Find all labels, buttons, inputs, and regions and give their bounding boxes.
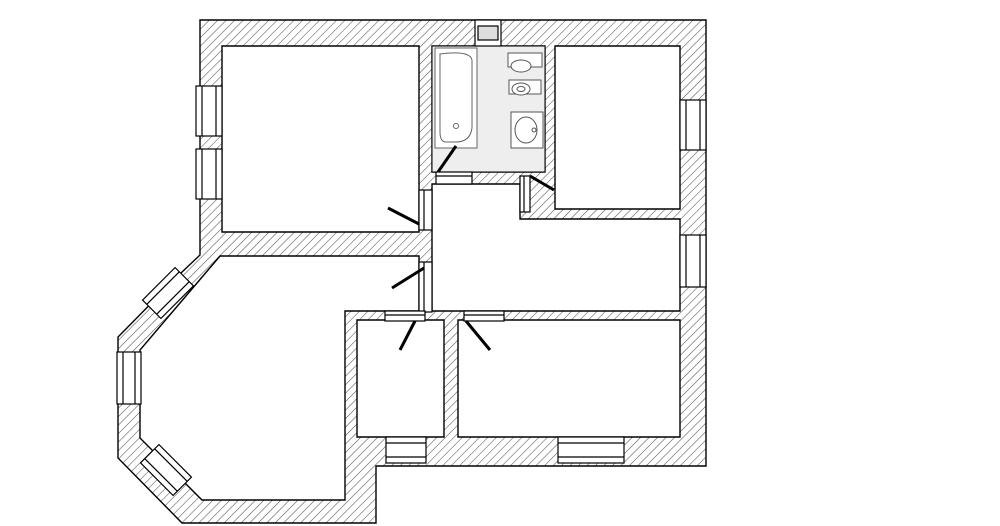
bathtub-icon xyxy=(434,47,478,149)
window xyxy=(679,99,707,151)
bidet-icon xyxy=(508,79,542,96)
window xyxy=(679,234,707,288)
door xyxy=(463,310,505,351)
window xyxy=(141,266,195,320)
window xyxy=(116,351,142,405)
window xyxy=(195,148,223,200)
doors xyxy=(384,145,555,351)
washbasin-icon xyxy=(510,111,544,149)
toilet-icon xyxy=(507,52,543,73)
window xyxy=(557,436,625,464)
door xyxy=(391,261,433,313)
door xyxy=(519,174,555,213)
door xyxy=(387,189,433,231)
window xyxy=(139,443,193,497)
window xyxy=(474,19,502,47)
door xyxy=(384,310,426,351)
door xyxy=(435,145,473,185)
windows xyxy=(116,19,707,497)
window xyxy=(195,85,223,137)
window xyxy=(385,436,427,464)
